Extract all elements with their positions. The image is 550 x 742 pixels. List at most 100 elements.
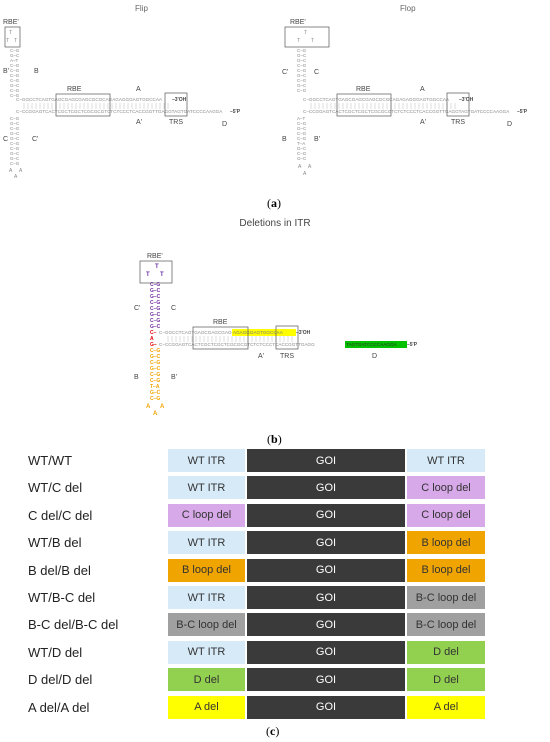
rbe-box — [336, 93, 392, 117]
goi-cell: GOI — [247, 531, 405, 555]
d-label: D — [507, 121, 512, 128]
c-label: C — [3, 136, 8, 143]
svg-text:A–T: A–T — [10, 58, 19, 63]
d-label: D — [222, 121, 227, 128]
svg-text:G–C: G–C — [297, 73, 307, 78]
junction-red: C–AG– — [150, 330, 157, 348]
goi-cell: GOI — [247, 586, 405, 609]
panel-c-label: (c) — [266, 724, 280, 738]
rbe-label: RBE — [67, 86, 82, 93]
a-prime-label: A' — [258, 353, 264, 360]
b-prime-label: B' — [171, 374, 177, 381]
construct-label: WT/D del — [28, 644, 83, 660]
goi-cell: GOI — [247, 558, 405, 582]
rbe-prime-label: RBE' — [290, 19, 306, 26]
c-label: C — [314, 69, 319, 76]
svg-text:G–C: G–C — [150, 294, 161, 300]
rbe-prime-label: RBE' — [3, 19, 19, 26]
svg-text:C–G: C–G — [150, 282, 160, 288]
loop-base: T — [146, 272, 150, 278]
svg-text:G–C: G–C — [10, 131, 20, 136]
goi-cell: GOI — [247, 668, 405, 692]
p5-label: –5'P — [407, 342, 418, 348]
flip-title: Flip — [135, 4, 148, 13]
svg-text:C–G: C–G — [150, 306, 160, 312]
svg-text:C–G: C–G — [10, 88, 20, 93]
loop-base: A — [146, 404, 151, 410]
b-prime-label: B' — [314, 136, 320, 143]
loop-base: A — [14, 174, 18, 180]
svg-text:G–C: G–C — [10, 53, 20, 58]
loop-base: T — [311, 38, 314, 44]
rbe-prime-box — [4, 26, 21, 48]
a-label: A — [136, 86, 141, 93]
panel-a-label: (a) — [267, 196, 281, 210]
construct-label: C del/C del — [28, 507, 93, 523]
svg-text:G–C: G–C — [10, 121, 20, 126]
svg-text:C–G: C–G — [297, 48, 307, 53]
rbe-prime-label: RBE' — [147, 253, 163, 260]
base-pair-ticks — [167, 336, 293, 342]
deletion-itr-diagram: RBE' T T T C–GG–CG–C C–GC–GG–C C–GG–C C–… — [134, 253, 418, 417]
svg-text:C–G: C–G — [297, 151, 307, 156]
b-stem-orange: C–GG–CC–G G–CC–GC–G T–AG–CC–G — [150, 348, 161, 402]
goi-cell: GOI — [247, 476, 405, 500]
construct-label: WT/C del — [28, 480, 83, 496]
loop-base: A — [303, 171, 307, 177]
svg-text:C–G: C–G — [10, 126, 20, 131]
left-itr-cell: B-C loop del — [168, 613, 245, 637]
trs-box — [275, 325, 299, 350]
svg-text:G–C: G–C — [297, 53, 307, 58]
flop-itr-diagram: RBE' T T T C–GG–CG–C C–GC–GG–C C–GG–CC–G… — [282, 19, 528, 177]
b-top-strand: C–GGCCTCAGTGAGCGAGCGAGCGCGCAG — [159, 330, 256, 335]
svg-text:C–: C– — [150, 330, 157, 336]
c-prime-label: C' — [32, 136, 38, 143]
b-label: B — [34, 68, 39, 75]
right-itr-cell: A del — [407, 695, 485, 719]
p5-label: –5'P — [517, 109, 528, 115]
goi-cell: GOI — [247, 695, 405, 719]
rbe-box — [192, 326, 249, 350]
flip-bottom-strand: C–CCGGAGTCACTCGCTCGCTCGCGCGTCTCTCCCTCACC… — [16, 109, 223, 114]
loop-base: A — [298, 164, 302, 170]
svg-text:C–G: C–G — [10, 68, 20, 73]
svg-text:G–C: G–C — [10, 83, 20, 88]
b-hairpin-stem: A–TC–GG–C C–GC–GT–A G–CC–GG–C — [297, 116, 307, 161]
svg-text:C–G: C–G — [10, 73, 20, 78]
svg-text:G–C: G–C — [150, 390, 161, 396]
rbe-label: RBE — [356, 86, 371, 93]
b-prime-label: B' — [3, 68, 9, 75]
b-label: B — [282, 136, 287, 143]
loop-base: T — [297, 38, 300, 44]
c-prime-label: C' — [282, 69, 288, 76]
left-itr-cell: WT ITR — [168, 531, 245, 555]
left-itr-cell: WT ITR — [168, 449, 245, 472]
left-itr-cell: WT ITR — [168, 640, 245, 664]
svg-text:C–G: C–G — [10, 48, 20, 53]
svg-text:G–C: G–C — [150, 324, 161, 330]
construct-label: B del/B del — [28, 562, 91, 578]
rbe-prime-box — [284, 26, 330, 48]
left-itr-cell: D del — [168, 668, 245, 692]
a-prime-label: A' — [420, 119, 426, 126]
right-itr-cell: D del — [407, 668, 485, 692]
b-bottom-green: TAGTGATCCCCAAGGA — [346, 342, 398, 347]
svg-text:C–G: C–G — [10, 63, 20, 68]
c-label: C — [171, 305, 176, 312]
right-itr-cell: B-C loop del — [407, 613, 485, 637]
oh3-label: –3'OH — [296, 330, 311, 336]
svg-text:G–C: G–C — [10, 151, 20, 156]
construct-label: WT/B del — [28, 535, 82, 551]
svg-text:C–G: C–G — [150, 318, 160, 324]
c-hairpin-stem: C–GG–CG–C C–GC–GG–C C–GG–CC–G — [297, 48, 307, 93]
oh3-label: –3'OH — [459, 97, 474, 103]
construct-label: A del/A del — [28, 699, 90, 715]
trs-box — [446, 92, 470, 117]
trs-label: TRS — [280, 353, 294, 360]
svg-text:C–G: C–G — [297, 131, 307, 136]
left-itr-cell: C loop del — [168, 503, 245, 527]
svg-text:G–C: G–C — [297, 58, 307, 63]
right-itr-cell: D del — [407, 640, 485, 664]
